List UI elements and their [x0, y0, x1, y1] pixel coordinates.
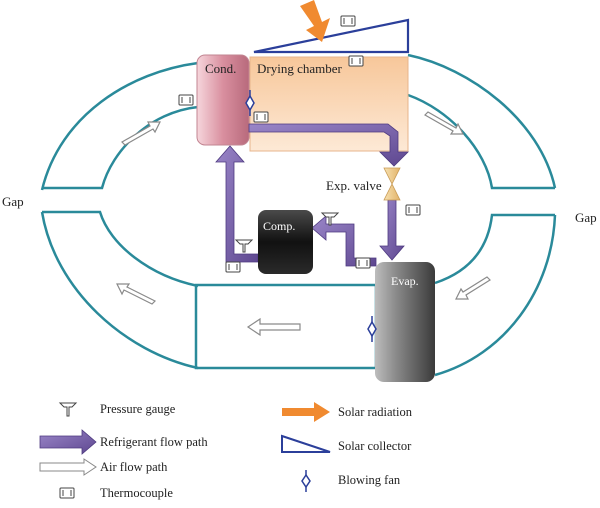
legend-blowing-fan: Blowing fan — [338, 473, 401, 487]
duct-outer-top-right — [407, 53, 557, 189]
legend-solar-collector: Solar collector — [338, 439, 412, 453]
air-arrow-bottom-right — [455, 276, 491, 300]
gap-right-label: Gap — [575, 210, 597, 225]
compressor — [258, 210, 313, 274]
evaporator-label: Evap. — [391, 274, 419, 288]
solar-collector — [253, 18, 410, 54]
expansion-valve — [383, 167, 401, 201]
legend-pressure-gauge-icon — [58, 402, 78, 417]
pipe-valve-to-evap — [379, 199, 405, 261]
legend-solar-collector-icon — [281, 434, 331, 453]
compressor-label: Comp. — [263, 219, 295, 233]
pressure-gauge-icon — [320, 212, 340, 226]
legend-pressure-gauge: Pressure gauge — [100, 402, 176, 416]
legend-solar-radiation: Solar radiation — [338, 405, 413, 419]
duct-inner-bottom-right — [434, 213, 555, 285]
evaporator — [375, 262, 435, 382]
duct-outer-bottom-right — [434, 214, 557, 377]
gap-left-label: Gap — [2, 194, 24, 209]
air-arrow-top-left — [121, 121, 161, 146]
blowing-fan-evaporator — [367, 316, 377, 342]
duct-inner-top-right — [407, 93, 555, 190]
duct-outer-bottom-left — [40, 211, 199, 370]
thermocouple-icon — [225, 261, 241, 273]
legend-thermocouple: Thermocouple — [100, 486, 173, 500]
legend-air-arrow — [39, 458, 97, 476]
condenser-label: Cond. — [205, 61, 236, 76]
thermocouple-icon — [348, 55, 364, 67]
thermocouple-markers — [178, 15, 421, 273]
thermocouple-icon — [340, 15, 356, 27]
thermocouple-icon — [405, 204, 421, 216]
duct-outer-top-left — [40, 61, 199, 191]
thermocouple-icon — [355, 257, 371, 269]
pipe-comp-to-cond — [215, 145, 259, 263]
pipe-cond-to-valve — [248, 123, 409, 167]
legend-solar-radiation-arrow — [282, 402, 330, 422]
air-arrow-top-right — [424, 111, 464, 135]
legend: Pressure gauge Refrigerant flow path Air… — [39, 402, 413, 500]
legend-blowing-fan-icon — [301, 470, 311, 492]
thermocouple-icon — [178, 94, 194, 106]
duct-inner-bottom-left — [42, 210, 199, 288]
pressure-gauge-icon — [234, 239, 254, 253]
legend-thermocouple-icon — [59, 487, 75, 499]
legend-air-flow-path: Air flow path — [100, 460, 168, 474]
solar-radiation-arrow — [300, 0, 330, 42]
exp-valve-label: Exp. valve — [326, 178, 382, 193]
thermocouple-icon — [253, 111, 269, 123]
blowing-fan-condenser — [245, 90, 255, 116]
drying-chamber-label: Drying chamber — [257, 61, 343, 76]
duct-inner-top-left — [42, 105, 199, 190]
air-arrow-bottom-left — [116, 283, 157, 305]
air-flow-arrows — [116, 111, 491, 337]
pressure-gauge-markers — [234, 212, 340, 253]
legend-refrigerant-flow-path: Refrigerant flow path — [100, 435, 208, 449]
air-arrow-return-duct — [246, 317, 301, 337]
legend-refrigerant-arrow — [39, 429, 97, 455]
